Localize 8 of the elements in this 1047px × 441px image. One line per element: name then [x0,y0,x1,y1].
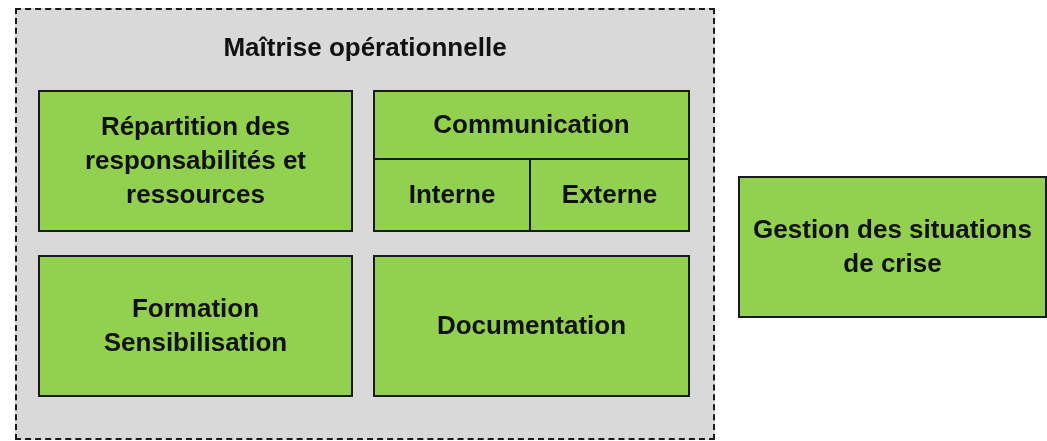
group-title: Maîtrise opérationnelle [222,32,508,63]
process-box: Documentation [373,255,690,397]
process-box: Gestion des situations de crise [738,176,1047,318]
box-heading: Communication [432,109,631,140]
process-box [373,90,690,232]
process-box: Formation Sensibilisation [38,255,353,397]
process-box: Répartition des responsabilités et ressources [38,90,353,232]
group-panel [15,8,715,440]
